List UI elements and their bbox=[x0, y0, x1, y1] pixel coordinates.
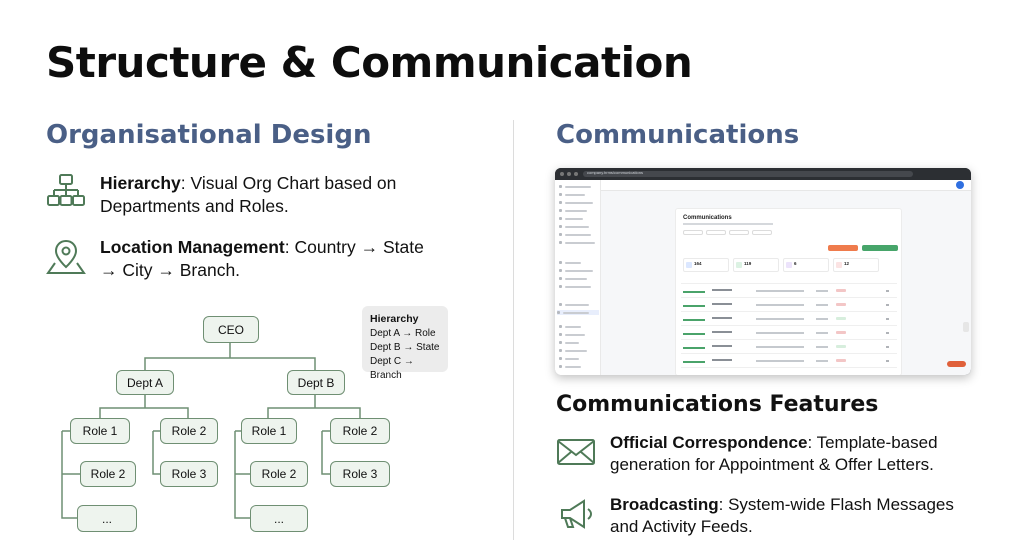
hierarchy-feature: Hierarchy: Visual Org Chart based on Dep… bbox=[46, 172, 420, 218]
app-green-button bbox=[862, 245, 898, 251]
org-node-role: Role 1 bbox=[70, 418, 130, 444]
official-correspondence-description: : Template-based generation for Appointm… bbox=[610, 433, 938, 474]
megaphone-icon bbox=[561, 499, 593, 529]
org-chart-icon bbox=[47, 174, 85, 206]
column-divider bbox=[513, 120, 514, 540]
org-node-more: ... bbox=[250, 505, 308, 532]
legend-line: Dept B → State bbox=[370, 342, 440, 353]
communications-app-screenshot: company.hrms/communications bbox=[555, 168, 971, 375]
hierarchy-description: : Visual Org Chart based on Departments … bbox=[100, 173, 397, 216]
page-title: Structure & Communication bbox=[46, 38, 693, 87]
window-controls bbox=[560, 172, 578, 176]
location-management-description: : Country → State → City → Branch. bbox=[100, 237, 424, 280]
broadcasting-description: : System-wide Flash Messages and Activit… bbox=[610, 495, 954, 536]
app-orange-button bbox=[828, 245, 858, 251]
communications-features-heading: Communications Features bbox=[556, 392, 879, 417]
location-feature: Location Management: Country → State → C… bbox=[46, 236, 430, 282]
communications-card: Communications 164 119 6 12 bbox=[675, 208, 902, 375]
organisational-design-heading: Organisational Design bbox=[46, 120, 372, 150]
communications-heading: Communications bbox=[556, 120, 800, 150]
app-topbar bbox=[555, 180, 971, 191]
legend-line: Dept A → Role bbox=[370, 328, 436, 339]
org-node-dept-a: Dept A bbox=[116, 370, 174, 395]
location-management-label: Location Management bbox=[100, 237, 285, 257]
legend-line: Dept C → Branch bbox=[370, 356, 414, 381]
location-map-icon bbox=[46, 239, 86, 274]
legend-title: Hierarchy bbox=[370, 313, 419, 325]
browser-chrome: company.hrms/communications bbox=[555, 168, 971, 180]
app-body: Communications 164 119 6 12 bbox=[555, 180, 971, 375]
scroll-arrow bbox=[963, 322, 969, 332]
stat-value: 164 bbox=[694, 261, 702, 266]
org-node-ceo: CEO bbox=[203, 316, 259, 343]
official-correspondence-feature: Official Correspondence: Template-based … bbox=[556, 432, 970, 476]
hierarchy-legend: Hierarchy Dept A → Role Dept B → State D… bbox=[362, 306, 448, 381]
app-floating-button bbox=[947, 361, 966, 367]
avatar bbox=[956, 181, 964, 189]
org-node-role: Role 3 bbox=[330, 461, 390, 487]
broadcasting-label: Broadcasting bbox=[610, 495, 719, 514]
address-bar: company.hrms/communications bbox=[583, 170, 913, 177]
org-node-role: Role 2 bbox=[250, 461, 308, 487]
org-node-role: Role 2 bbox=[330, 418, 390, 444]
org-node-role: Role 3 bbox=[160, 461, 218, 487]
stat-value: 119 bbox=[744, 261, 752, 266]
stat-value: 12 bbox=[844, 261, 850, 266]
broadcasting-feature: Broadcasting: System-wide Flash Messages… bbox=[556, 494, 970, 538]
app-page-title: Communications bbox=[683, 215, 732, 221]
org-node-role: Role 1 bbox=[241, 418, 297, 444]
stat-value: 6 bbox=[794, 261, 797, 266]
official-correspondence-label: Official Correspondence bbox=[610, 433, 808, 452]
org-node-role: Role 2 bbox=[160, 418, 218, 444]
envelope-icon bbox=[557, 439, 595, 465]
org-node-dept-b: Dept B bbox=[287, 370, 345, 395]
org-node-more: ... bbox=[77, 505, 137, 532]
address-bar-url: company.hrms/communications bbox=[587, 170, 643, 175]
org-node-role: Role 2 bbox=[80, 461, 136, 487]
app-sidebar bbox=[555, 180, 601, 375]
hierarchy-label: Hierarchy bbox=[100, 173, 181, 193]
